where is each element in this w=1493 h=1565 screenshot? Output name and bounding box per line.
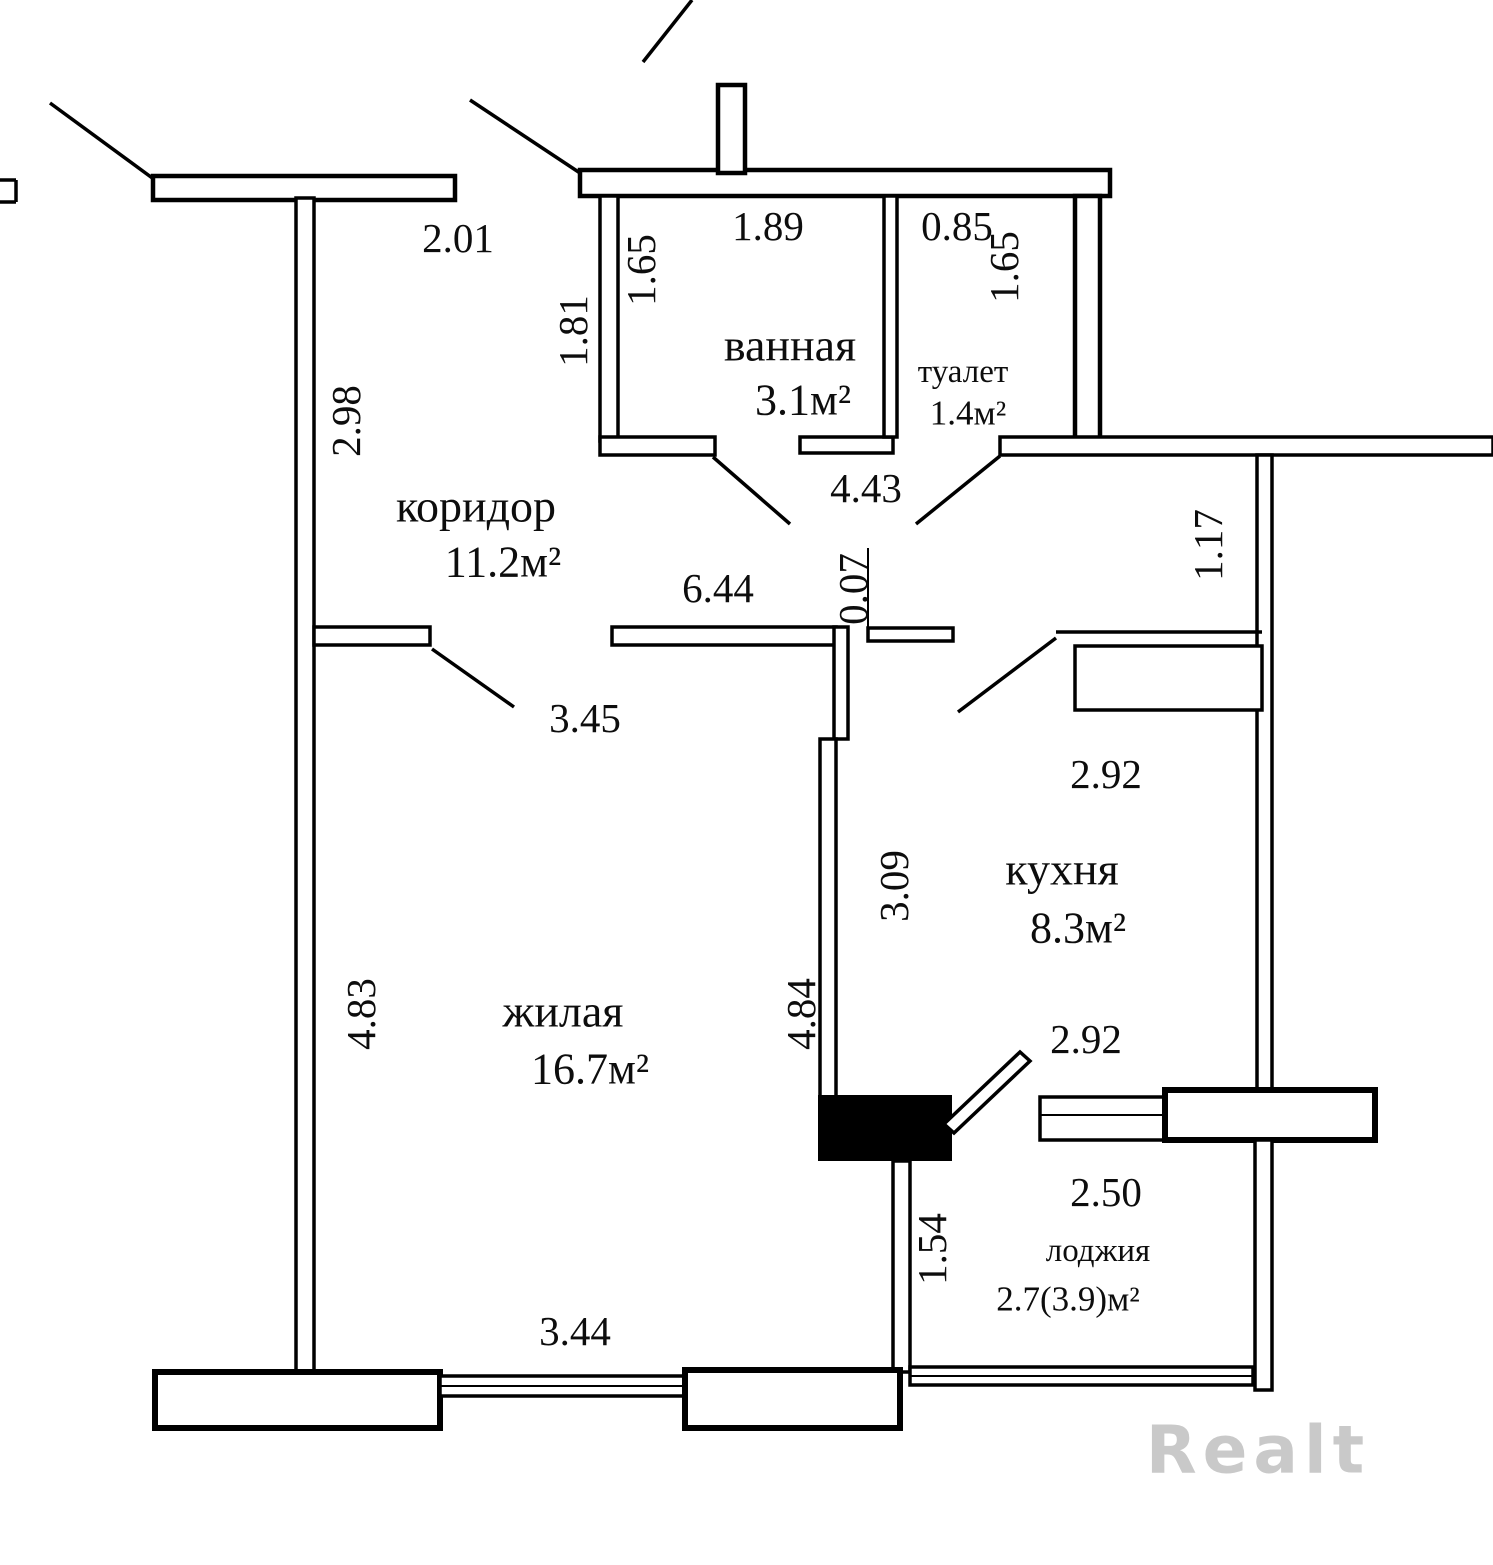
exterior-wall-bottom-mid: [682, 1367, 903, 1431]
toilet-label: туалет: [918, 354, 1009, 390]
bathroom-area: 3.1м²: [755, 376, 851, 425]
dim-living-top-width: 3.45: [549, 695, 621, 741]
corridor-living-wall-right: [610, 625, 838, 647]
bathroom-wall-bottom-right: [798, 435, 895, 455]
bathroom-label: ванная: [724, 320, 856, 371]
kitchen-loggia-window: [1038, 1095, 1167, 1142]
bathroom-toilet-divider-wall: [882, 194, 899, 439]
labels: 2.01 1.89 0.85 4.43 6.44 3.45 2.92 2.92 …: [323, 203, 1231, 1354]
toilet-door-leaf: [914, 454, 1002, 526]
dim-bathroom-wall-offset: 1.81: [550, 295, 596, 367]
loggia-area: 2.7(3.9)м²: [996, 1280, 1139, 1319]
wall-top-right: [998, 435, 1493, 457]
dim-toilet-height-right: 1.65: [981, 231, 1027, 303]
living-label: жилая: [502, 986, 624, 1037]
dim-toilet-width: 0.85: [921, 203, 993, 249]
toilet-wall-right: [1072, 193, 1103, 443]
dim-kitchen-width-top: 2.92: [1070, 751, 1142, 797]
bathroom-wall-left: [598, 194, 620, 443]
dim-bathroom-width: 1.89: [732, 203, 804, 249]
living-area: 16.7м²: [531, 1045, 649, 1094]
dim-loggia-width: 2.50: [1070, 1169, 1142, 1215]
dim-wall-jog: 0.07: [830, 553, 876, 625]
corridor-label: коридор: [396, 481, 556, 532]
exterior-wall-top: [577, 167, 1113, 199]
wall-edge-mark-left: [0, 178, 18, 204]
dim-corridor-left-height: 2.98: [323, 385, 369, 457]
dim-kitchen-height: 3.09: [871, 850, 917, 922]
kitchen-niche: [1073, 644, 1264, 712]
loggia-wall-right: [1253, 1138, 1274, 1392]
loggia-label: лоджия: [1046, 1233, 1150, 1269]
wall-stub-top: [715, 82, 748, 176]
exterior-wall-diagonal-left: [48, 101, 157, 182]
kitchen-door-leaf: [956, 636, 1058, 714]
dim-living-height-right: 4.84: [778, 978, 824, 1050]
loggia-wall-left: [891, 1159, 912, 1374]
corridor-area: 11.2м²: [445, 538, 561, 587]
divider-wall-upper: [832, 625, 850, 741]
toilet-area: 1.4м²: [930, 394, 1006, 433]
dim-bathroom-bottom: 4.43: [830, 465, 902, 511]
wall-right-exterior: [1255, 453, 1274, 1097]
dim-right-wall-offset: 1.17: [1185, 509, 1231, 581]
dim-kitchen-width-bottom: 2.92: [1050, 1016, 1122, 1062]
corridor-kitchen-wall: [866, 626, 955, 643]
bathroom-wall-bottom-left: [598, 435, 717, 457]
living-door-leaf: [430, 647, 516, 709]
walls: [0, 0, 1493, 1431]
dim-living-height-left: 4.83: [338, 978, 384, 1050]
watermark: Realt: [1146, 1412, 1370, 1489]
dim-top-left-width: 2.01: [422, 215, 494, 261]
bathroom-door-leaf: [711, 455, 792, 526]
dim-loggia-height: 1.54: [909, 1213, 955, 1285]
exterior-wall-bottom-left: [152, 1369, 443, 1431]
wall-corner-solid: [818, 1095, 952, 1161]
exterior-wall-top-left: [150, 173, 458, 203]
wall-left-exterior: [294, 196, 316, 1392]
loggia-door-leaf: [941, 1049, 1033, 1136]
corridor-living-wall-left: [312, 625, 432, 647]
dim-corridor-width: 6.44: [682, 565, 754, 611]
dim-bathroom-height-left: 1.65: [618, 234, 664, 306]
kitchen-label: кухня: [1005, 844, 1118, 895]
exterior-wall-diagonal-mid: [469, 98, 581, 175]
loggia-wall-pier: [1162, 1087, 1378, 1143]
kitchen-area: 8.3м²: [1030, 904, 1126, 953]
dim-living-bottom-width: 3.44: [539, 1308, 611, 1354]
wall-break-line-top: [641, 0, 694, 64]
